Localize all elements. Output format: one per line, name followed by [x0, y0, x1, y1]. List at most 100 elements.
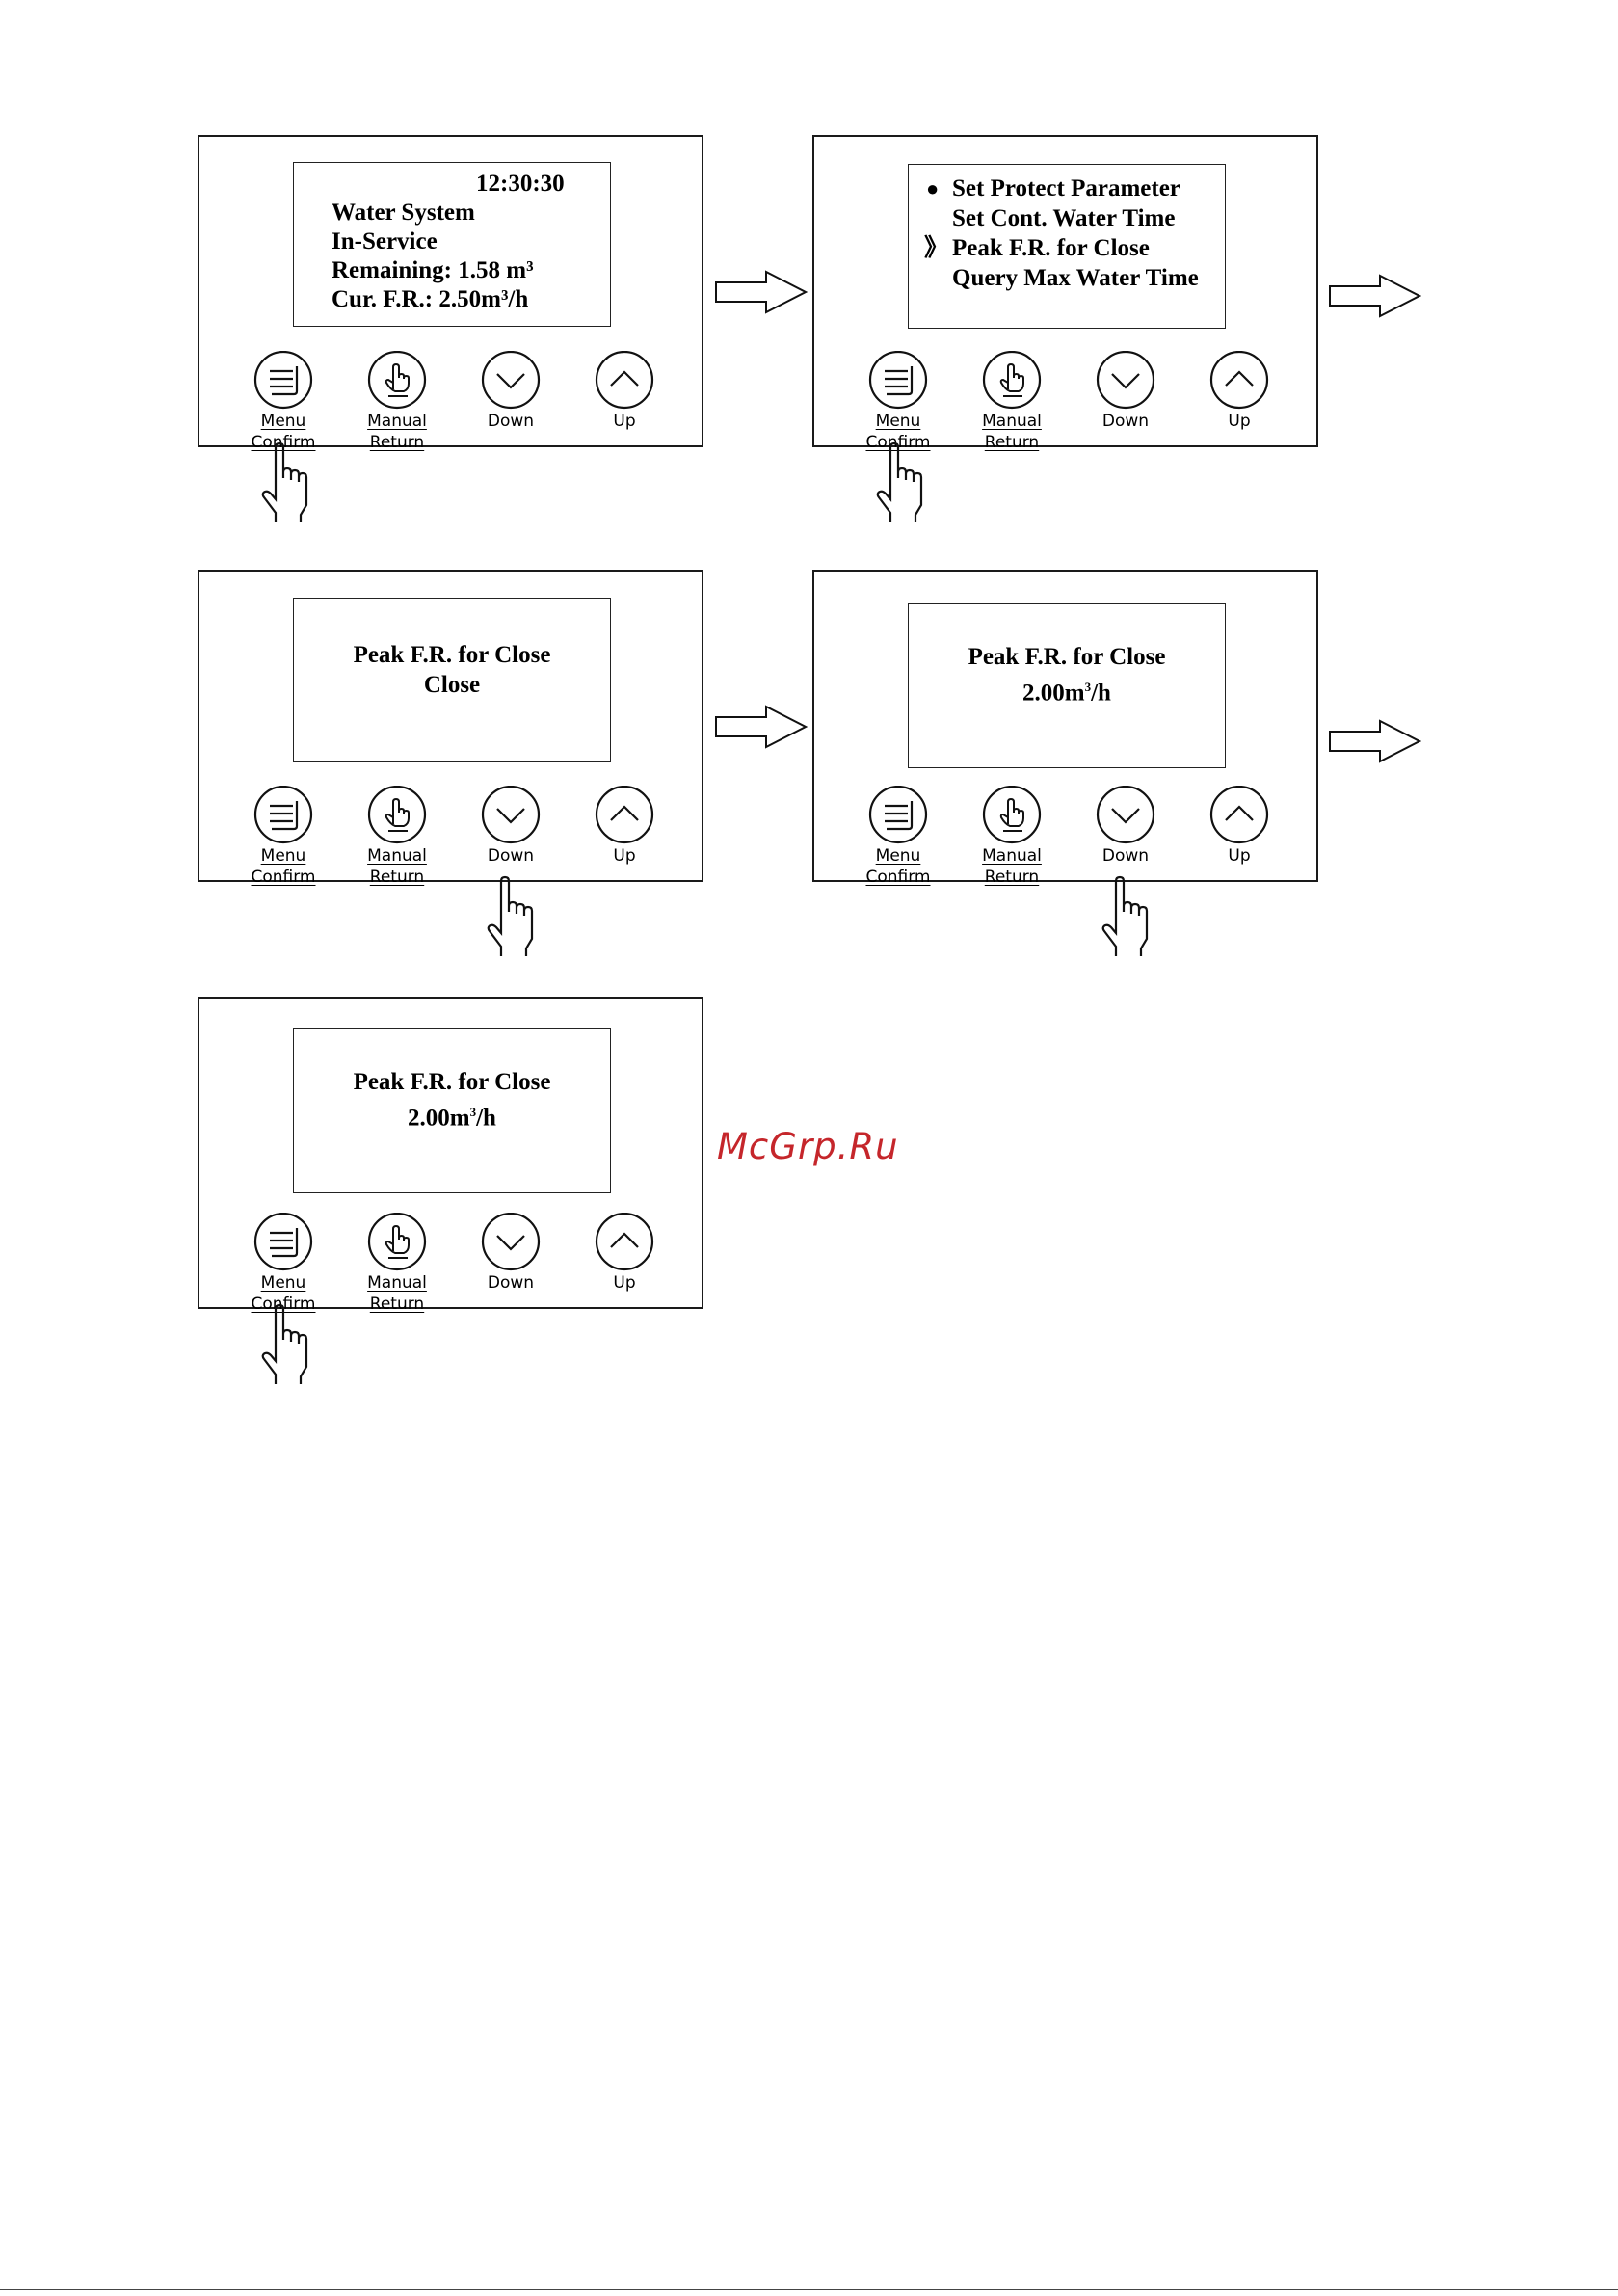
- button-label: Down: [1101, 846, 1150, 866]
- up-button[interactable]: Up: [1201, 351, 1278, 432]
- chevron-down-icon: [1096, 786, 1155, 844]
- menu-confirm-button[interactable]: Menu Confirm: [860, 786, 937, 888]
- menu-lines-icon: [868, 351, 928, 410]
- hand-pointer-icon: [367, 1213, 427, 1271]
- control-panel-2: ● Set Protect Parameter Set Cont. Water …: [812, 135, 1318, 452]
- bullet-icon: ●: [926, 176, 940, 200]
- control-panel-1: 12:30:30 Water System In-Service Remaini…: [198, 135, 703, 452]
- button-label: Down: [487, 412, 535, 431]
- menu-confirm-button[interactable]: Menu Confirm: [860, 351, 937, 453]
- menu-item: Query Max Water Time: [952, 265, 1199, 291]
- up-button[interactable]: Up: [586, 786, 663, 867]
- chevron-down-icon: [1096, 351, 1155, 410]
- chevron-up-icon: [595, 786, 654, 844]
- button-label: Confirm: [251, 868, 316, 887]
- menu-item: Set Cont. Water Time: [952, 205, 1176, 231]
- lcd-line: Remaining: 1.58 m³: [332, 257, 534, 283]
- unit-suffix: /h: [1091, 680, 1111, 707]
- button-label: Manual: [982, 846, 1042, 866]
- hand-pointer-icon: [982, 786, 1042, 844]
- button-label: Up: [1228, 412, 1251, 431]
- down-button[interactable]: Down: [1087, 351, 1164, 432]
- button-label: Manual: [982, 412, 1042, 431]
- button-label: Return: [984, 433, 1040, 452]
- manual-return-button[interactable]: Manual Return: [358, 1213, 436, 1315]
- manual-return-button[interactable]: Manual Return: [358, 786, 436, 888]
- button-label: Up: [1228, 846, 1251, 866]
- button-label: Up: [613, 412, 636, 431]
- button-label: Return: [984, 868, 1040, 887]
- lcd-screen-1: 12:30:30 Water System In-Service Remaini…: [293, 162, 611, 327]
- control-panel-3: Peak F.R. for Close Close Menu Confirm M…: [198, 570, 703, 887]
- menu-item: Set Protect Parameter: [952, 175, 1180, 201]
- button-label: Menu: [260, 846, 306, 866]
- chevron-up-icon: [595, 1213, 654, 1271]
- lcd-line: In-Service: [332, 228, 438, 254]
- control-panel-4: Peak F.R. for Close 2.00m3/h Menu Confir…: [812, 570, 1318, 887]
- down-button[interactable]: Down: [1087, 786, 1164, 867]
- lcd-title: Peak F.R. for Close: [353, 641, 551, 668]
- down-button[interactable]: Down: [472, 1213, 549, 1294]
- lcd-title: Peak F.R. for Close: [968, 644, 1166, 671]
- lcd-value: 2.00m3/h: [408, 1097, 496, 1133]
- chevron-down-icon: [481, 786, 541, 844]
- manual-return-button[interactable]: Manual Return: [358, 351, 436, 453]
- button-label: Up: [613, 846, 636, 866]
- menu-lines-icon: [868, 786, 928, 844]
- pointing-hand-icon: [1101, 875, 1149, 956]
- button-label: Menu: [260, 412, 306, 431]
- button-label: Confirm: [865, 868, 931, 887]
- value-number: 2.00m: [408, 1105, 470, 1132]
- lcd-screen-2: ● Set Protect Parameter Set Cont. Water …: [908, 164, 1226, 329]
- arrow-right-icon: [715, 270, 808, 314]
- pointing-hand-icon: [261, 1303, 308, 1384]
- up-button[interactable]: Up: [586, 351, 663, 432]
- pointing-hand-icon: [261, 441, 308, 522]
- lcd-screen-3: Peak F.R. for Close Close: [293, 598, 611, 762]
- watermark: McGrp.Ru: [717, 1126, 899, 1167]
- chevron-down-icon: [481, 1213, 541, 1271]
- menu-confirm-button[interactable]: Menu Confirm: [245, 351, 322, 453]
- menu-confirm-button[interactable]: Menu Confirm: [245, 786, 322, 888]
- button-label: Menu: [875, 846, 921, 866]
- hand-pointer-icon: [982, 351, 1042, 410]
- button-label: Menu: [260, 1273, 306, 1293]
- up-button[interactable]: Up: [1201, 786, 1278, 867]
- unit-superscript: 3: [1084, 680, 1092, 695]
- button-label: Confirm: [251, 433, 316, 452]
- chevron-up-icon: [595, 351, 654, 410]
- button-label: Down: [487, 846, 535, 866]
- arrow-right-icon: [715, 705, 808, 749]
- lcd-time: 12:30:30: [476, 171, 565, 197]
- unit-superscript: 3: [469, 1105, 477, 1120]
- button-label: Return: [369, 433, 425, 452]
- arrow-right-icon: [1329, 719, 1421, 763]
- chevron-up-icon: [1209, 786, 1269, 844]
- button-label: Down: [487, 1273, 535, 1293]
- button-label: Menu: [875, 412, 921, 431]
- button-label: Manual: [367, 846, 427, 866]
- up-button[interactable]: Up: [586, 1213, 663, 1294]
- lcd-title: Peak F.R. for Close: [353, 1069, 551, 1096]
- menu-lines-icon: [253, 1213, 313, 1271]
- pointing-hand-icon: [876, 441, 923, 522]
- arrow-right-icon: [1329, 274, 1421, 318]
- button-label: Confirm: [251, 1295, 316, 1314]
- manual-return-button[interactable]: Manual Return: [973, 351, 1050, 453]
- down-button[interactable]: Down: [472, 786, 549, 867]
- manual-return-button[interactable]: Manual Return: [973, 786, 1050, 888]
- unit-suffix: /h: [476, 1105, 496, 1132]
- lcd-value: Close: [423, 671, 481, 698]
- hand-pointer-icon: [367, 786, 427, 844]
- menu-item-selected: Peak F.R. for Close: [952, 235, 1150, 261]
- lcd-screen-4: Peak F.R. for Close 2.00m3/h: [908, 603, 1226, 768]
- down-button[interactable]: Down: [472, 351, 549, 432]
- button-label: Manual: [367, 1273, 427, 1293]
- menu-confirm-button[interactable]: Menu Confirm: [245, 1213, 322, 1315]
- chevron-up-icon: [1209, 351, 1269, 410]
- selection-marker-icon: 》: [924, 235, 949, 261]
- value-number: 2.00m: [1022, 680, 1085, 707]
- control-panel-5: Peak F.R. for Close 2.00m3/h Menu Confir…: [198, 997, 703, 1314]
- button-label: Manual: [367, 412, 427, 431]
- button-label: Up: [613, 1273, 636, 1293]
